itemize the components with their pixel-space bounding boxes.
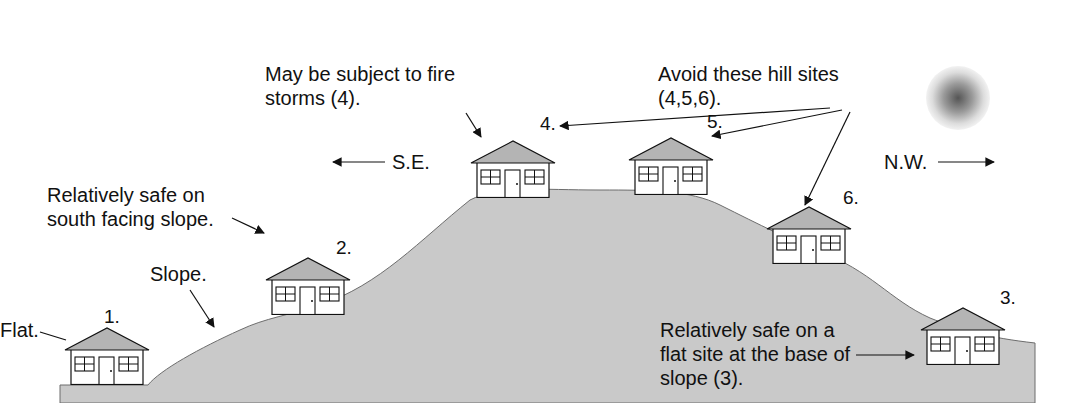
house-6 (767, 207, 851, 264)
house-5 (629, 138, 713, 195)
direction-arrow (938, 161, 994, 162)
house-2 (266, 258, 350, 315)
callout-text: Relatively safe on a flat site at the ba… (660, 318, 865, 390)
callout-text: Flat. (0, 318, 39, 342)
house-4 (471, 141, 555, 198)
house-number: 6. (843, 186, 859, 210)
leader-arrow (712, 110, 842, 136)
direction-label: S.E. (392, 150, 430, 174)
callout-text: Relatively safe on south facing slope. (47, 183, 242, 231)
house-number: 5. (707, 110, 723, 134)
house-1 (65, 328, 149, 385)
leader-arrow (232, 218, 264, 233)
sun-symbol (926, 66, 990, 130)
leader-arrow (560, 108, 830, 126)
house-3 (921, 308, 1005, 365)
house-number: 2. (336, 236, 352, 260)
callout-text: May be subject to fire storms (4). (265, 62, 470, 110)
leader-line (40, 332, 66, 340)
leader-arrow (190, 290, 214, 327)
house-number: 4. (540, 112, 556, 136)
direction-label: N.W. (884, 150, 927, 174)
house-number: 3. (1000, 286, 1016, 310)
callout-text: Avoid these hill sites (4,5,6). (658, 62, 863, 110)
leader-arrow (856, 354, 914, 355)
house-number: 1. (104, 305, 120, 329)
leader-arrow (466, 113, 481, 137)
callout-text: Slope. (150, 262, 207, 286)
direction-arrow (333, 161, 385, 162)
